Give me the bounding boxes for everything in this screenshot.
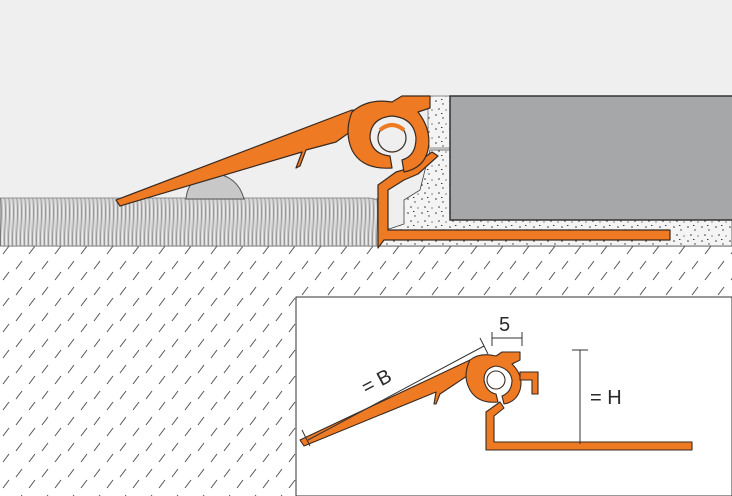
dimension-b xyxy=(301,337,489,447)
inset-profile xyxy=(299,351,693,451)
dimension-h xyxy=(572,349,588,444)
dimension-lip-label: 5 xyxy=(499,314,510,336)
adhesive-bed xyxy=(379,95,732,247)
dimension-h-label: = H xyxy=(590,387,622,409)
tile xyxy=(449,95,732,221)
transition-profile xyxy=(115,95,671,249)
dimension-lip xyxy=(491,332,523,346)
carpet xyxy=(0,197,385,247)
